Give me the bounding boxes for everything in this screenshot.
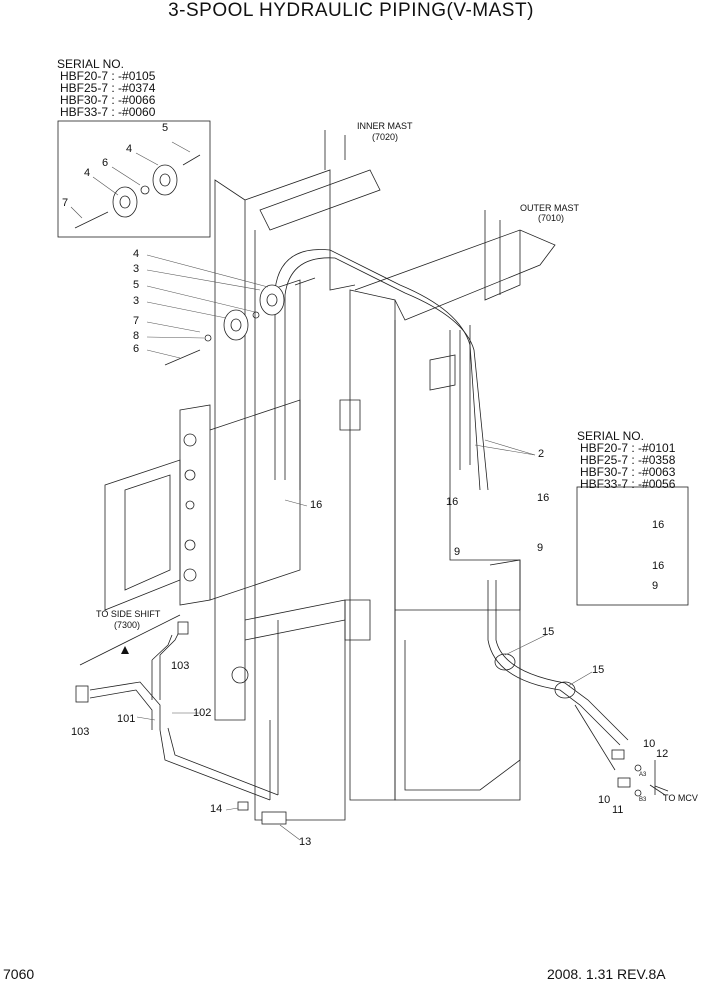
side-shift-piping [75, 620, 287, 825]
callout-6: 6 [133, 343, 140, 355]
callout-102: 102 [193, 707, 212, 719]
hoses-main [269, 249, 489, 491]
inner-mast [214, 130, 381, 821]
callout-4: 4 [133, 248, 140, 260]
port-a3-label: A3 [639, 772, 647, 778]
date-revision: 2008. 1.31 REV.8A [547, 966, 666, 982]
arrow-side-shift [79, 614, 181, 666]
callout-4: 4 [126, 143, 133, 155]
callout-3: 3 [133, 295, 140, 307]
side-shift-label: TO SIDE SHIFT [96, 609, 161, 619]
callout-2: 2 [538, 448, 545, 460]
serial-right-row: HBF33-7 : -#0056 [580, 477, 676, 491]
callout-13: 13 [299, 836, 312, 848]
callout-16: 16 [310, 499, 323, 511]
callout-16: 16 [537, 492, 550, 504]
outer-mast-code: (7010) [538, 213, 565, 223]
callout-11: 11 [612, 804, 624, 816]
arrow-up-icon [121, 646, 129, 654]
callout-16: 16 [652, 519, 665, 531]
leader-lines [70, 141, 593, 841]
to-mcv-label: TO MCV [663, 793, 698, 803]
callout-3: 3 [133, 263, 140, 275]
serial-left-row: HBF30-7 : -#0066 [60, 93, 156, 107]
serial-right-row: HBF20-7 : -#0101 [580, 441, 676, 455]
callout-10: 10 [598, 794, 611, 806]
serial-right-row: HBF30-7 : -#0063 [580, 465, 676, 479]
side-shift-code: (7300) [114, 620, 141, 630]
callout-103: 103 [171, 660, 190, 672]
callout-15: 15 [542, 626, 555, 638]
callout-9: 9 [454, 546, 461, 558]
port-b3-label: B3 [639, 797, 647, 803]
carriage [104, 399, 301, 684]
hoses-lower [487, 580, 666, 797]
inset-box-left [57, 120, 211, 238]
callout-4: 4 [84, 167, 91, 179]
arrow-mcv [654, 785, 669, 792]
callout-101: 101 [117, 713, 136, 725]
serial-left-row: HBF33-7 : -#0060 [60, 105, 156, 119]
page-title: 3-SPOOL HYDRAULIC PIPING(V-MAST) [168, 0, 534, 21]
callout-12: 12 [656, 748, 669, 760]
callout-5: 5 [133, 279, 140, 291]
outer-mast-label: OUTER MAST [520, 203, 580, 213]
inner-mast-label: INNER MAST [357, 121, 413, 131]
callout-6: 6 [102, 157, 109, 169]
callout-10: 10 [643, 738, 656, 750]
sheaves [164, 277, 316, 366]
inner-mast-code: (7020) [372, 132, 399, 142]
callout-7: 7 [62, 197, 69, 209]
serial-left-heading: SERIAL NO. [57, 57, 124, 71]
callout-14: 14 [210, 803, 223, 815]
callout-5: 5 [162, 122, 169, 134]
callout-9: 9 [537, 542, 544, 554]
inset-sheaves [74, 154, 201, 229]
callout-16: 16 [652, 560, 665, 572]
serial-left-row: HBF20-7 : -#0105 [60, 69, 156, 83]
callout-9: 9 [652, 580, 659, 592]
outer-mast [344, 210, 556, 801]
callout-103: 103 [71, 726, 90, 738]
callout-15: 15 [592, 664, 605, 676]
page-number: 7060 [3, 966, 35, 982]
callout-8: 8 [133, 330, 140, 342]
serial-left-row: HBF25-7 : -#0374 [60, 81, 156, 95]
callout-7: 7 [133, 315, 140, 327]
serial-right-heading: SERIAL NO. [577, 429, 644, 443]
serial-right-row: HBF25-7 : -#0358 [580, 453, 676, 467]
inset-box-right [576, 486, 689, 606]
callout-16: 16 [446, 496, 459, 508]
